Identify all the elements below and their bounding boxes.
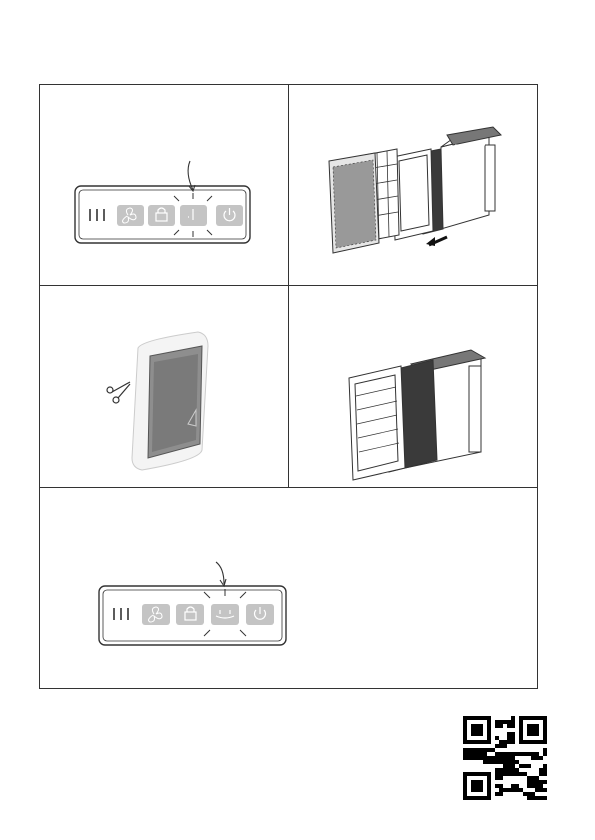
power-icon: [216, 205, 243, 226]
arrow-icon: [216, 562, 226, 586]
exploded-filters-illustration: [289, 85, 537, 286]
scissors-icon: [107, 382, 130, 403]
install-filters-illustration: [289, 286, 537, 488]
fan-icon: [142, 604, 170, 625]
unwrap-filter-illustration: [40, 286, 289, 488]
lock-icon: [148, 205, 175, 226]
step-5-panel: [40, 488, 537, 688]
qr-code: [463, 716, 547, 800]
control-panel-illustration-1: [40, 85, 289, 286]
control-panel-illustration-2: [40, 488, 537, 688]
outer-grille-panel: [329, 153, 379, 253]
step-4-panel: [289, 286, 537, 488]
instruction-grid: [39, 84, 538, 689]
arrow-icon: [426, 237, 447, 246]
purifier-body: [441, 127, 501, 229]
pleated-hepa-filter: [349, 366, 405, 480]
lock-icon: [176, 604, 204, 625]
power-icon: [246, 604, 274, 625]
fan-icon: [117, 205, 144, 226]
arrow-icon: [188, 161, 195, 191]
step-1-panel: [40, 85, 289, 286]
step-3-panel: [40, 286, 289, 488]
step-2-panel: [289, 85, 537, 286]
